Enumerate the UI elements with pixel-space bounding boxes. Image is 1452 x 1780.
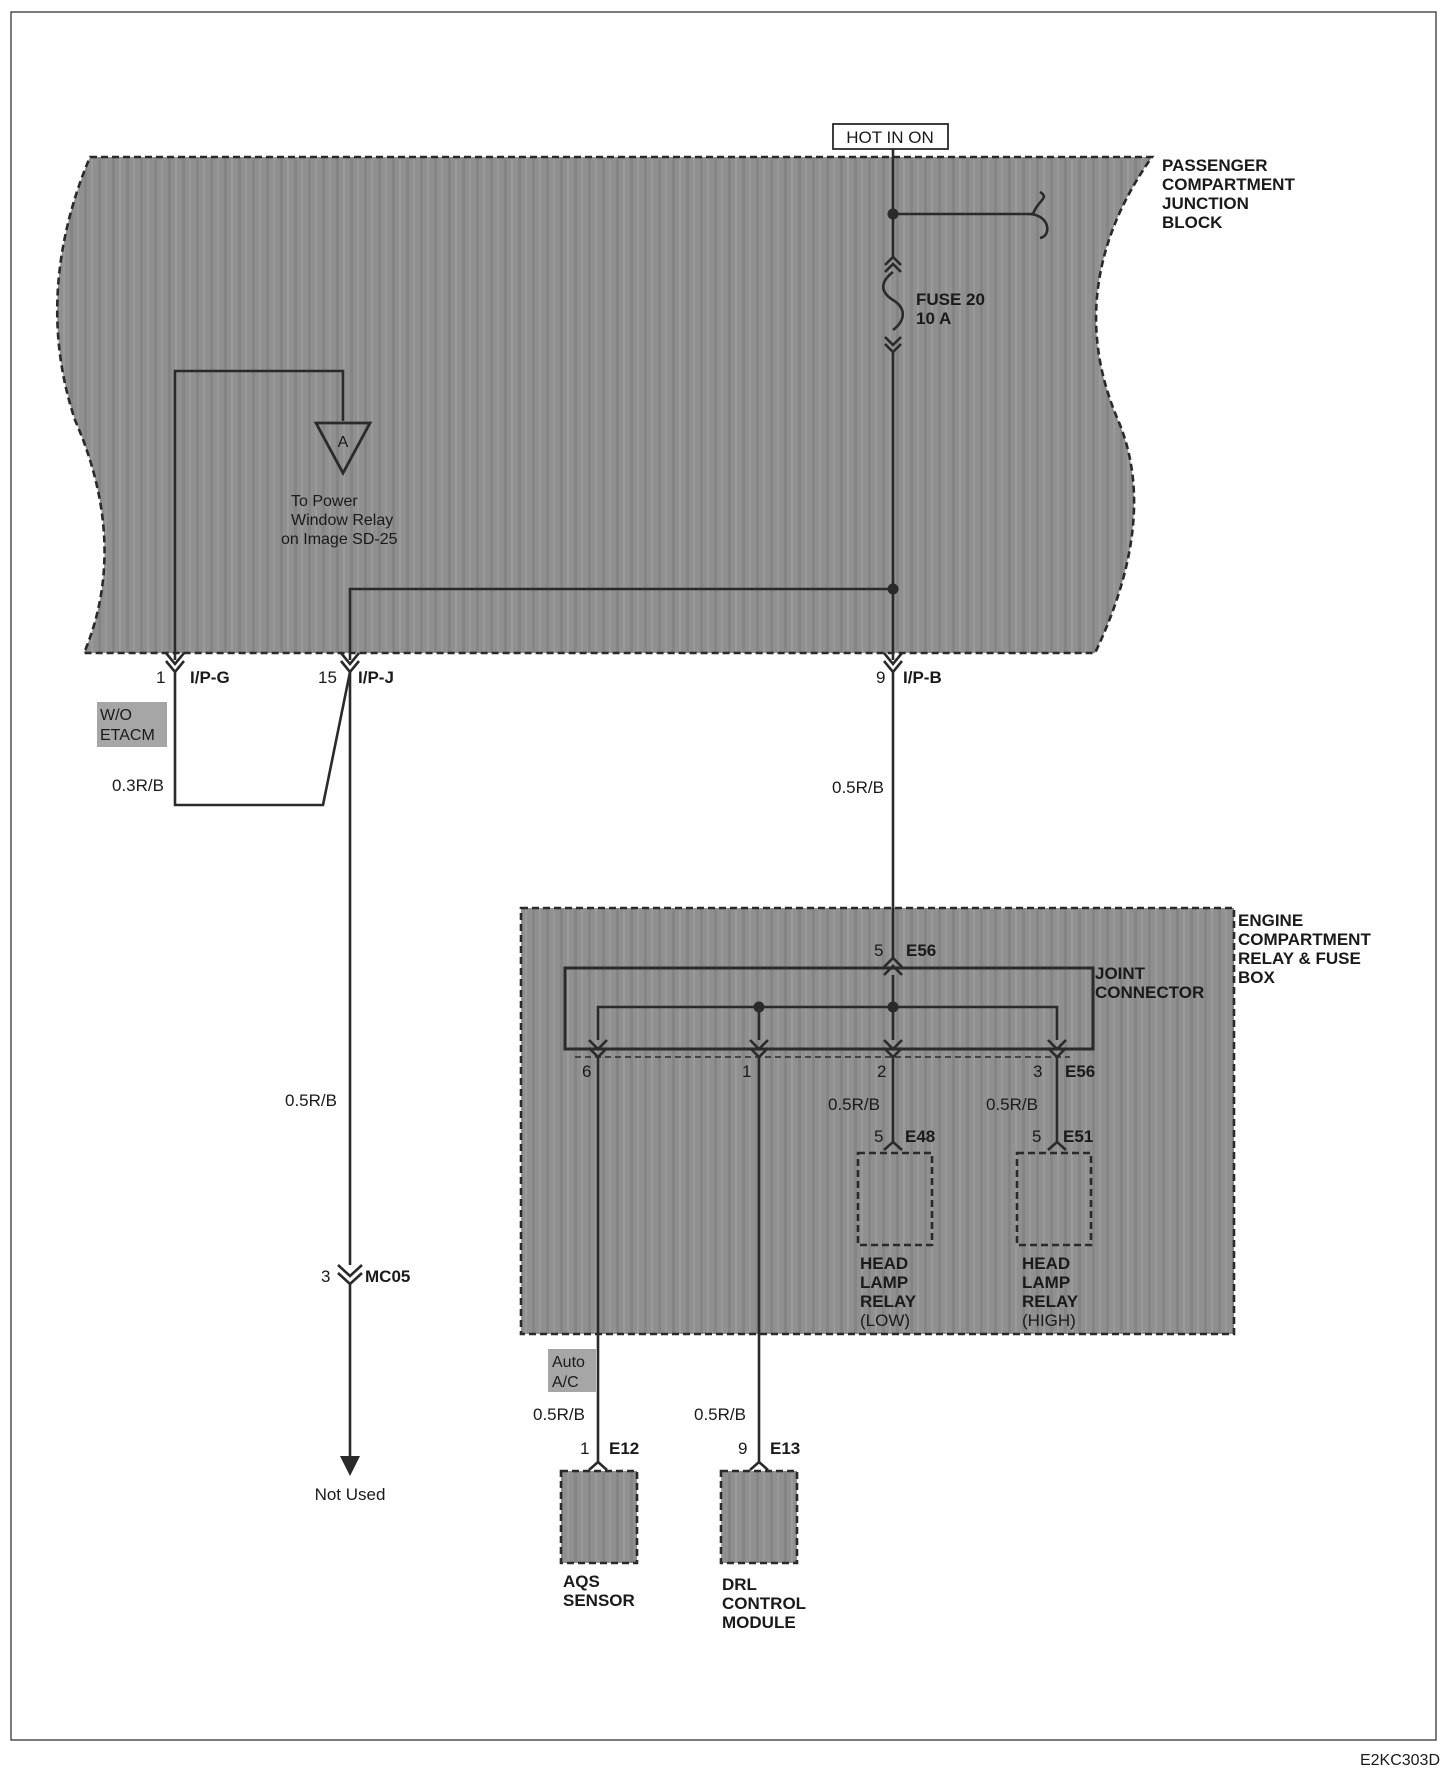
aqs-line1: AQS (563, 1572, 600, 1591)
joint-connector-line1: JOINT (1095, 964, 1146, 983)
wo-etacm-line2: ETACM (100, 727, 155, 744)
ipj-pin: 15 (318, 668, 337, 687)
drl-module-box (719, 1469, 799, 1565)
connector-e56-in-symbol (883, 956, 903, 976)
ref-a-line1: To Power (291, 493, 358, 510)
wire-to-ipg (173, 369, 345, 660)
wo-etacm-line1: W/O (100, 707, 132, 724)
ref-a-symbol: A (338, 434, 349, 451)
junction-block-line2: COMPARTMENT (1162, 175, 1295, 194)
mc05-pin: 3 (321, 1267, 330, 1286)
hot-in-on-label: HOT IN ON (846, 128, 934, 147)
relay-high-line2: LAMP (1022, 1273, 1070, 1292)
fuse-rating: 10 A (916, 309, 951, 328)
wire-03rb-label: 0.3R/B (112, 776, 164, 795)
engine-box-line2: COMPARTMENT (1238, 930, 1371, 949)
wire-e13-label: 0.5R/B (694, 1405, 746, 1424)
ref-a-line2: Window Relay (291, 512, 393, 529)
aqs-sensor-box (559, 1469, 639, 1565)
relay-low-line2: LAMP (860, 1273, 908, 1292)
aqs-line2: SENSOR (563, 1591, 635, 1610)
ipg-pin: 1 (156, 668, 165, 687)
engine-box-line3: RELAY & FUSE (1238, 949, 1361, 968)
splice-dot (753, 1001, 765, 1013)
auto-ac-tag (548, 1349, 596, 1392)
figure-code: E2KC303D (1360, 1752, 1440, 1769)
auto-ac-line1: Auto (552, 1354, 585, 1371)
relay-low-line1: HEAD (860, 1254, 908, 1273)
relay-high-line1: HEAD (1022, 1254, 1070, 1273)
wire-e51-label: 0.5R/B (986, 1095, 1038, 1114)
e56-pin-2: 2 (877, 1062, 886, 1081)
joint-connector-box (563, 966, 1095, 1051)
fuse-name: FUSE 20 (916, 290, 985, 309)
e56-pin-1: 1 (742, 1062, 751, 1081)
drl-line1: DRL (722, 1575, 757, 1594)
wire-ipb-label: 0.5R/B (832, 778, 884, 797)
relay-low-line4: (LOW) (860, 1311, 910, 1330)
junction-block-region (55, 155, 1155, 655)
e48-name: E48 (905, 1127, 935, 1146)
relay-low-line3: RELAY (860, 1292, 917, 1311)
wire-to-ipj (348, 587, 893, 660)
e48-pin: 5 (874, 1127, 883, 1146)
e56-pin-3: 3 (1033, 1062, 1042, 1081)
e56-out-name: E56 (1065, 1062, 1095, 1081)
connector-e13-symbol (749, 1460, 769, 1471)
drl-line2: CONTROL (722, 1594, 806, 1613)
fuse-20-symbol (881, 255, 905, 354)
branch-wire (893, 190, 1049, 240)
ipg-name: I/P-G (190, 668, 230, 687)
wire-mc05-label: 0.5R/B (285, 1091, 337, 1110)
splice-dot (887, 1001, 899, 1013)
connector-e48-symbol (883, 1140, 903, 1151)
junction-block-line1: PASSENGER (1162, 156, 1268, 175)
wire-e48-label: 0.5R/B (828, 1095, 880, 1114)
ipb-name: I/P-B (903, 668, 942, 687)
head-lamp-relay-low (856, 1151, 934, 1247)
e56-in-pin: 5 (874, 941, 883, 960)
e51-name: E51 (1063, 1127, 1093, 1146)
connector-mc05-symbol (337, 1264, 363, 1286)
connector-e51-symbol (1047, 1140, 1067, 1151)
wo-etacm-jumper (173, 671, 352, 807)
e12-pin: 1 (580, 1439, 589, 1458)
ipb-pin: 9 (876, 668, 885, 687)
e13-name: E13 (770, 1439, 800, 1458)
e12-name: E12 (609, 1439, 639, 1458)
relay-high-line3: RELAY (1022, 1292, 1079, 1311)
ref-a-line3: on Image SD-25 (281, 531, 398, 548)
e56-pin-6: 6 (582, 1062, 591, 1081)
e13-pin: 9 (738, 1439, 747, 1458)
e51-pin: 5 (1032, 1127, 1041, 1146)
engine-box-line4: BOX (1238, 968, 1276, 987)
arrow-down-icon (340, 1456, 360, 1476)
page-frame (10, 11, 1437, 1741)
wo-etacm-tag (97, 702, 167, 747)
junction-block-line4: BLOCK (1162, 213, 1223, 232)
mc05-name: MC05 (365, 1267, 410, 1286)
junction-block-line3: JUNCTION (1162, 194, 1249, 213)
wire-e12-label: 0.5R/B (533, 1405, 585, 1424)
connector-e12-symbol (588, 1460, 608, 1471)
ipj-name: I/P-J (358, 668, 394, 687)
relay-high-line4: (HIGH) (1022, 1311, 1076, 1330)
hot-in-on-box (832, 123, 949, 150)
not-used-label: Not Used (315, 1485, 386, 1504)
joint-connector-line2: CONNECTOR (1095, 983, 1204, 1002)
e56-in-name: E56 (906, 941, 936, 960)
engine-box-line1: ENGINE (1238, 911, 1303, 930)
drl-line3: MODULE (722, 1613, 796, 1632)
head-lamp-relay-high (1015, 1151, 1093, 1247)
auto-ac-line2: A/C (552, 1374, 579, 1391)
ref-a-triangle (313, 421, 373, 476)
engine-box-region (519, 906, 1236, 1336)
